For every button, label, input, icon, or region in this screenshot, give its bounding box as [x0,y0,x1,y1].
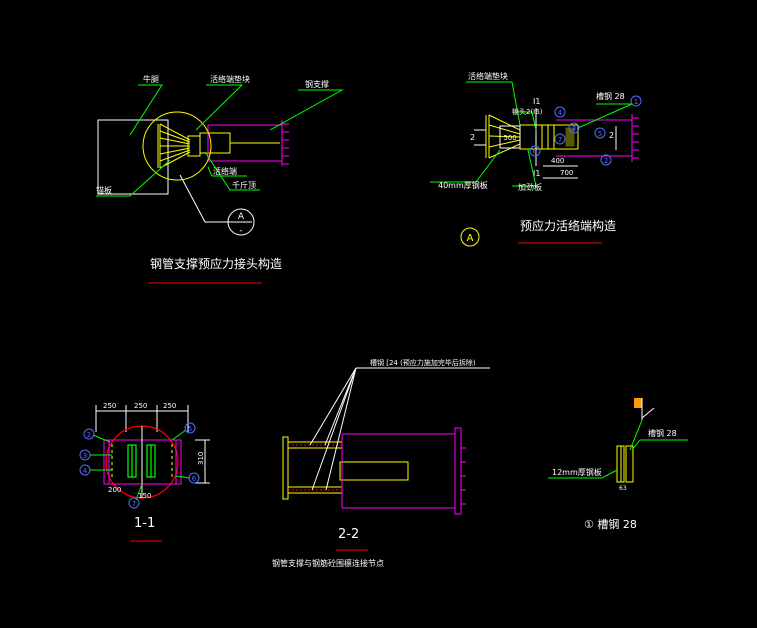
svg-text:1: 1 [634,98,638,106]
dim-700: 700 [560,169,573,177]
svg-text:7: 7 [558,136,562,144]
caption-22: 钢管支撑与钢筋砼围檩连接节点 [272,558,384,568]
callout-circle-b [460,227,480,247]
svg-text:5: 5 [598,130,602,138]
svg-text:4: 4 [558,109,563,117]
callout-circle-a [227,208,255,236]
label-qianjinding: 千斤顶 [232,180,256,190]
endplate-22 [282,436,409,500]
dim-400: 400 [551,157,564,165]
svg-text:7: 7 [132,500,136,508]
label-channel-b: 槽钢 28 [596,91,625,101]
label-I1-bottom: I1 [533,169,540,178]
label-huoluoduan: 活络端 [213,166,237,176]
callout-letter-b: A [467,233,474,244]
dim-250-c: 250 [163,402,176,410]
svg-text:2: 2 [604,157,608,165]
label-maoban: 锚板 [96,185,112,195]
anchor-fan [157,123,201,169]
section-1-1: 250 250 250 310 [79,402,210,542]
dim-200: 200 [108,486,121,494]
leaders-a [96,84,344,197]
svg-text:6: 6 [192,475,197,483]
section-2-2: 槽钢 [24 (预应力施加完毕后拆除) 2-2 钢管支撑与钢筋砼围檩连接节点 [272,358,490,568]
detail-circle-a [142,111,212,181]
leaders-22 [309,367,490,491]
callout-sub-a: - [239,226,242,236]
dim-500: 500 [503,134,516,142]
title-a: 钢管支撑预应力接头构造 [150,256,282,271]
dim-chain-11 [95,405,210,484]
jack-block [199,132,231,154]
dim-150: 150 [138,492,151,500]
hatch-22 [288,444,342,491]
label-huoluo-pad-b: 活络端垫块 [468,71,508,81]
svg-text:6: 6 [533,148,538,156]
dim-250-b: 250 [134,402,147,410]
dim-63: 63 [619,485,627,492]
jack-b [541,124,579,150]
dashed-hatch-11 [111,444,173,480]
label-keng: 锁头2(I6) [512,107,543,116]
label-I1-top: I1 [533,97,540,106]
label-2-left: 2 [470,133,475,142]
svg-text:4: 4 [83,467,88,475]
svg-text:5: 5 [188,425,192,433]
channels-11 [127,444,156,478]
steel-pipe-b [556,114,639,162]
label-gangzhicheng: 钢支撑 [305,79,329,89]
label-2-right: 2 [609,131,614,140]
channel-pair [616,445,634,483]
label-channel-d1: 槽钢 28 [648,428,677,438]
corbel-outline [97,119,169,195]
leaders-d1 [548,419,688,479]
dim-310: 310 [197,452,205,465]
drawing-b: 500 2 2 I1 I1 400 [430,71,642,247]
numbered-callouts-11: 2 3 4 5 6 7 [79,422,200,509]
svg-text:3: 3 [572,125,576,133]
callout-leader-a [179,174,231,223]
dim-250-a: 250 [103,402,116,410]
numbered-callouts-b: 1 2 3 4 5 6 7 [529,95,642,166]
box-500 [499,125,521,149]
label-rib: 加劲板 [518,182,542,192]
svg-text:3: 3 [83,452,87,460]
steel-pipe-a [207,120,289,166]
title-22: 2-2 [338,527,359,542]
title-b: 预应力活络端构造 [520,218,616,233]
svg-text:2: 2 [87,431,91,439]
label-channel-22: 槽钢 [24 (预应力施加完毕后拆除) [370,358,476,367]
title-11: 1-1 [134,516,155,531]
steel-pipe-22 [341,427,466,515]
flag-mark [634,398,655,420]
title-d1: ① 槽钢 28 [584,518,637,531]
leaders-11 [90,429,191,501]
drawing-a: A - 牛腿 活络端垫块 钢支撑 活络端 千斤顶 锚板 钢管支撑预应力接头构造 [96,74,344,284]
label-niutui: 牛腿 [143,74,159,84]
callout-letter-a: A [238,212,245,222]
label-plate12: 12mm厚钢板 [552,467,602,477]
label-plate40: 40mm厚钢板 [438,180,488,190]
detail-1: 槽钢 28 12mm厚钢板 63 ① 槽钢 28 [548,398,688,531]
label-huoluo-pad-a: 活络端垫块 [210,74,250,84]
